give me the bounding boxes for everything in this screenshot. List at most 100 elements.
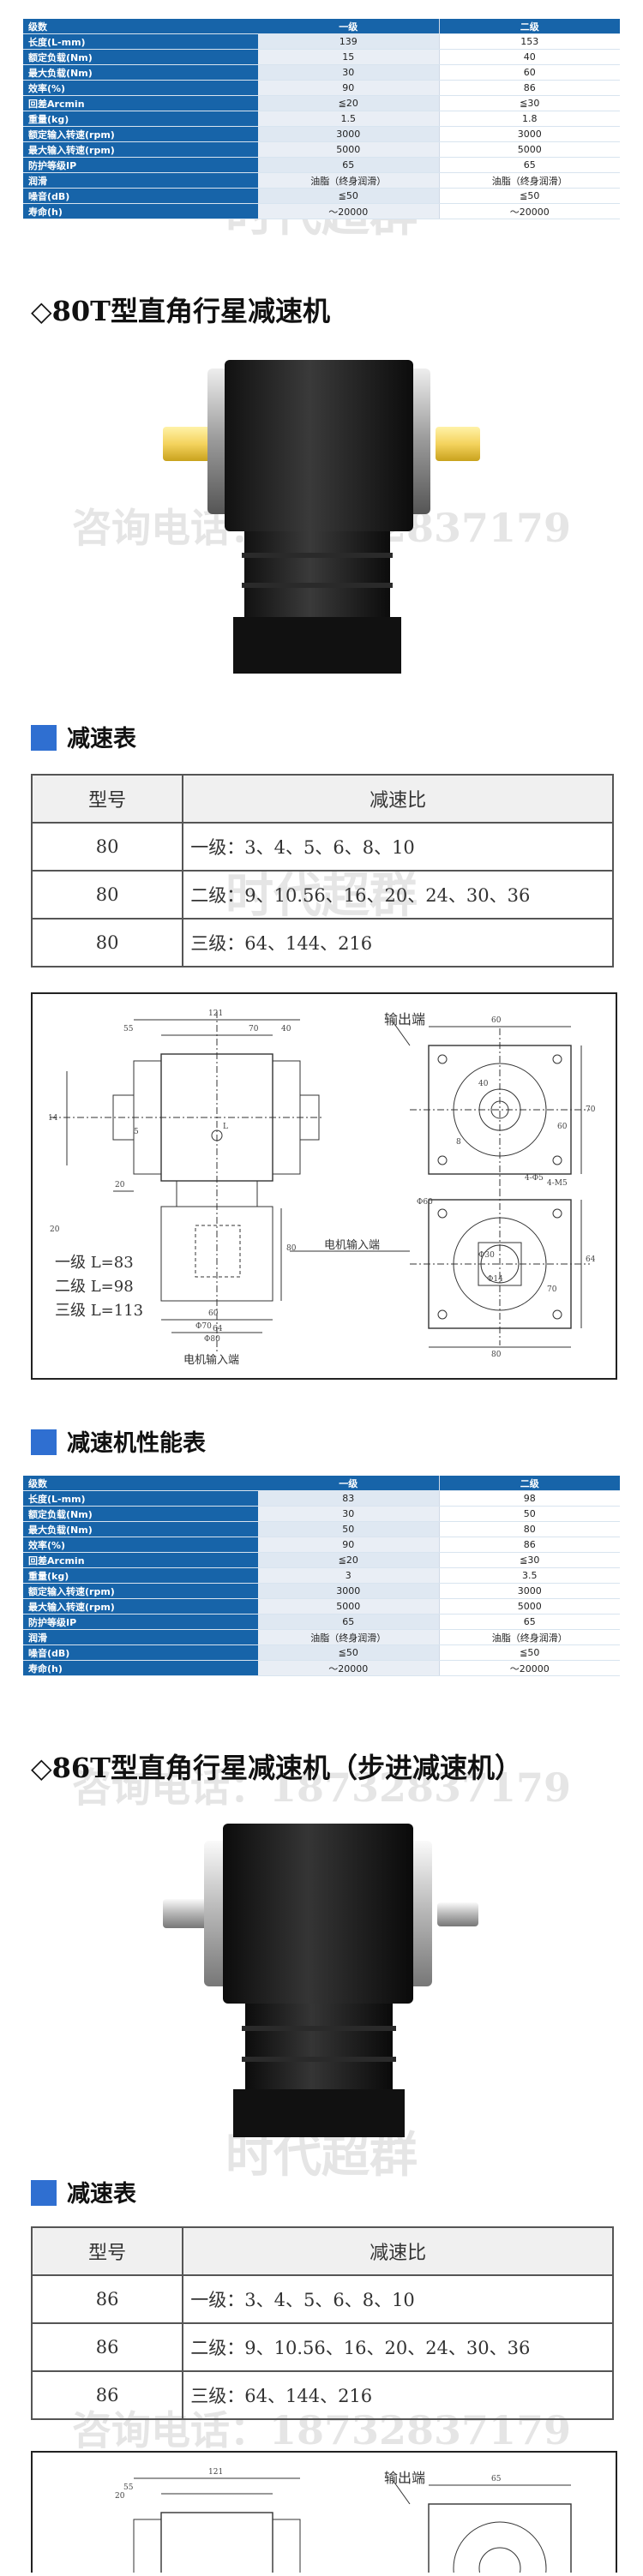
spec-value-stage2: 65 bbox=[438, 157, 620, 173]
spec-value-stage2: 3.5 bbox=[438, 1567, 620, 1584]
dimension-label: 20 bbox=[50, 1225, 60, 1234]
spec-value-stage2: 油脂（终身润滑） bbox=[438, 172, 620, 189]
heading-square-icon bbox=[31, 1429, 57, 1455]
dimension-label: 60 bbox=[557, 1123, 568, 1131]
dimension-label: Φ70 bbox=[195, 1322, 212, 1331]
spec-param: 最大输入转速(rpm) bbox=[23, 1598, 258, 1614]
ratio-model: 86 bbox=[30, 2322, 184, 2372]
ratio-header-ratio: 减速比 bbox=[182, 774, 614, 824]
spec-value-stage1: 3000 bbox=[258, 126, 439, 142]
spec-param: 效率(%) bbox=[23, 80, 258, 96]
spec-value-stage2: 153 bbox=[438, 33, 620, 50]
spec-value-stage2: 86 bbox=[438, 80, 620, 96]
dimension-label: 121 bbox=[208, 2468, 224, 2477]
spec-value-stage2: 5000 bbox=[438, 1598, 620, 1614]
spec-row: 回差Arcmin≦20≦30 bbox=[23, 1552, 620, 1568]
ratio-header-model: 型号 bbox=[30, 774, 184, 824]
dimension-label: 121 bbox=[208, 1009, 224, 1018]
dimension-label: 64 bbox=[586, 1255, 596, 1264]
spec-param: 级数 bbox=[23, 19, 258, 34]
spec-param: 重量(kg) bbox=[23, 111, 258, 127]
spec-param: 长度(L-mm) bbox=[23, 33, 258, 50]
spec-param: 级数 bbox=[23, 1476, 258, 1491]
spec-value-stage2: 86 bbox=[438, 1537, 620, 1553]
spec-param: 额定负载(Nm) bbox=[23, 1506, 258, 1522]
spec-param: 最大负载(Nm) bbox=[23, 64, 258, 81]
spec-param: 额定输入转速(rpm) bbox=[23, 126, 258, 142]
motor-input-label-bottom: 电机输入端 bbox=[183, 1354, 240, 1367]
ratio-model: 80 bbox=[30, 822, 184, 872]
dimension-label: 80 bbox=[491, 1351, 502, 1359]
spec-value-stage2: 1.8 bbox=[438, 111, 620, 127]
level3-length: 三级 L=113 bbox=[55, 1302, 144, 1320]
dimension-label: 20 bbox=[115, 1181, 125, 1189]
ratio-values: 一级：3、4、5、6、8、10 bbox=[182, 822, 614, 872]
spec-value-stage1: 3000 bbox=[258, 1583, 439, 1599]
spec-value-stage2: ≦30 bbox=[438, 1552, 620, 1568]
spec-row: 噪音(dB)≦50≦50 bbox=[23, 188, 620, 204]
spec-value-stage1: 50 bbox=[258, 1521, 439, 1537]
spec-value-stage2: 二级 bbox=[438, 1476, 620, 1491]
spec-value-stage1: 90 bbox=[258, 80, 439, 96]
dimension-label: 80 bbox=[286, 1244, 297, 1253]
ratio-values: 三级：64、144、216 bbox=[182, 918, 614, 967]
spec-value-stage2: 40 bbox=[438, 49, 620, 65]
spec-param: 回差Arcmin bbox=[23, 1552, 258, 1568]
spec-value-stage1: 一级 bbox=[258, 1476, 439, 1491]
section-title-86t: ◇86T型直角行星减速机（步进减速机） bbox=[31, 1752, 522, 1784]
spec-value-stage2: 80 bbox=[438, 1521, 620, 1537]
section-title-80t: ◇80T型直角行星减速机 bbox=[31, 295, 330, 327]
performance-heading: 减速机性能表 bbox=[31, 1424, 206, 1458]
spec-value-stage1: 1.5 bbox=[258, 111, 439, 127]
dimension-label: 64 bbox=[213, 1325, 223, 1333]
output-end-label: 输出端 bbox=[384, 1011, 426, 1027]
dimension-label: Φ30 bbox=[478, 1251, 495, 1260]
spec-value-stage1: 3 bbox=[258, 1567, 439, 1584]
dimension-label: 65 bbox=[491, 2475, 502, 2483]
level1-length: 一级 L=83 bbox=[55, 1254, 134, 1272]
spec-row: 润滑油脂（终身润滑）油脂（终身润滑） bbox=[23, 172, 620, 189]
spec-param: 最大负载(Nm) bbox=[23, 1521, 258, 1537]
ratio-heading-80: 减速表 bbox=[31, 720, 136, 753]
spec-value-stage2: ～20000 bbox=[438, 203, 620, 219]
ratio-values: 二级：9、10.56、16、20、24、30、36 bbox=[182, 2322, 614, 2372]
spec-param: 寿命(h) bbox=[23, 203, 258, 219]
ratio-header-row: 型号减速比 bbox=[30, 2226, 614, 2276]
dimension-label: Φ60 bbox=[417, 1198, 433, 1207]
dimension-label: 5 bbox=[134, 1128, 139, 1136]
dimension-label: 8 bbox=[456, 1138, 461, 1147]
spec-value-stage1: 油脂（终身润滑） bbox=[258, 1629, 439, 1645]
spec-header-row: 级数一级二级 bbox=[23, 1476, 620, 1491]
spec-value-stage1: 90 bbox=[258, 1537, 439, 1553]
spec-value-stage1: ≦50 bbox=[258, 188, 439, 204]
spec-value-stage1: ～20000 bbox=[258, 1660, 439, 1676]
spec-value-stage2: 二级 bbox=[438, 19, 620, 34]
dimension-label: 55 bbox=[123, 2483, 134, 2492]
spec-value-stage2: ～20000 bbox=[438, 1660, 620, 1676]
spec-param: 寿命(h) bbox=[23, 1660, 258, 1676]
spec-value-stage2: 3000 bbox=[438, 126, 620, 142]
spec-value-stage2: 油脂（终身润滑） bbox=[438, 1629, 620, 1645]
spec-value-stage1: 139 bbox=[258, 33, 439, 50]
ratio-values: 二级：9、10.56、16、20、24、30、36 bbox=[182, 870, 614, 920]
dimension-label: 70 bbox=[249, 1025, 259, 1033]
dimension-label: 40 bbox=[281, 1025, 291, 1033]
spec-param: 噪音(dB) bbox=[23, 1644, 258, 1661]
spec-param: 效率(%) bbox=[23, 1537, 258, 1553]
